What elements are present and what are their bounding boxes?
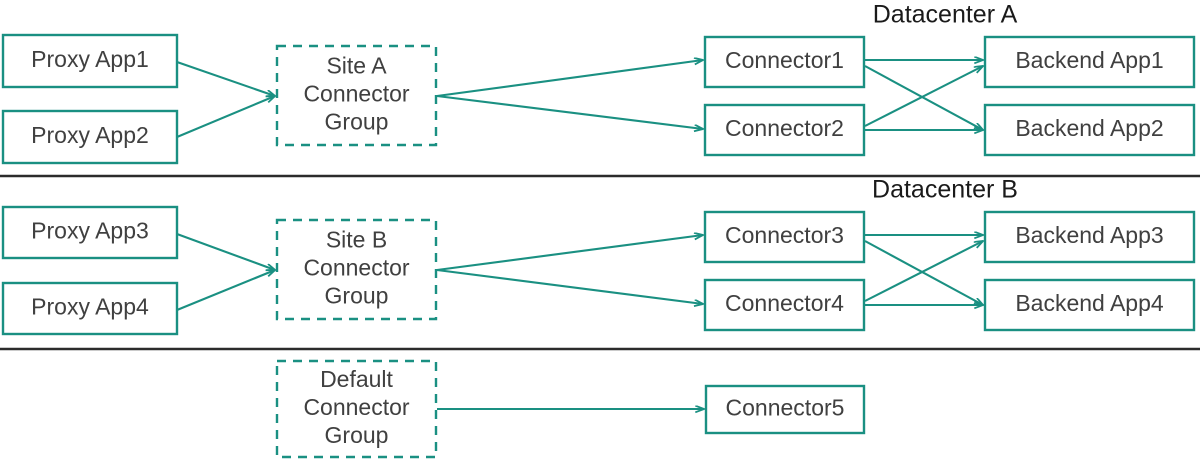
node-label-default-connector-group: Group: [325, 422, 389, 448]
node-box-backend-app-4[interactable]: [983, 278, 1196, 332]
zone-labels: Datacenter A Datacenter B: [872, 1, 1018, 204]
node-backend-app-3[interactable]: Backend App3: [983, 210, 1196, 264]
node-label-backend-app-3: Backend App3: [1015, 222, 1163, 248]
node-label-proxy-app-2: Proxy App2: [31, 122, 149, 148]
node-backend-app-4[interactable]: Backend App4: [983, 278, 1196, 332]
node-label-connector-1: Connector1: [725, 47, 844, 73]
node-label-connector-3: Connector3: [725, 222, 844, 248]
node-label-site-b-connector-group: Connector: [303, 255, 409, 281]
node-backend-app-2[interactable]: Backend App2: [983, 103, 1196, 157]
node-label-site-b-connector-group: Group: [325, 283, 389, 309]
zone-label-datacenter-a: Datacenter A: [873, 1, 1018, 29]
node-label-backend-app-2: Backend App2: [1015, 115, 1163, 141]
section-dividers: [0, 174, 1200, 351]
node-box-proxy-app-4[interactable]: [1, 281, 179, 336]
edge-connector2-backend1: [864, 66, 983, 127]
node-label-site-a-connector-group: Site A: [326, 53, 387, 79]
edge-sitea-connector2: [436, 94, 703, 129]
node-box-connector-2[interactable]: [703, 103, 866, 157]
node-label-default-connector-group: Connector: [303, 394, 409, 420]
node-connector-2[interactable]: Connector2: [703, 103, 866, 157]
node-connector-4[interactable]: Connector4: [703, 278, 866, 332]
edge-proxy3-siteb: [176, 233, 275, 270]
node-box-proxy-app-1[interactable]: [1, 33, 179, 89]
node-label-site-a-connector-group: Group: [325, 109, 389, 135]
node-connector-1[interactable]: Connector1: [703, 35, 866, 89]
edge-connector3-backend4: [864, 240, 983, 305]
node-proxy-app-3[interactable]: Proxy App3: [1, 205, 179, 260]
edge-proxy2-sitea: [176, 96, 275, 138]
node-backend-app-1[interactable]: Backend App1: [983, 35, 1196, 89]
node-box-backend-app-1[interactable]: [983, 35, 1196, 89]
node-connector-5[interactable]: Connector5: [704, 384, 866, 435]
node-box-connector-4[interactable]: [703, 278, 866, 332]
node-label-site-a-connector-group: Connector: [303, 81, 409, 107]
node-box-backend-app-3[interactable]: [983, 210, 1196, 264]
edge-siteb-connector3: [436, 235, 703, 272]
edge-connector1-backend2: [864, 65, 983, 130]
node-box-proxy-app-2[interactable]: [1, 109, 179, 165]
node-box-proxy-app-3[interactable]: [1, 205, 179, 260]
edge-proxy1-sitea: [176, 61, 275, 96]
edge-proxy4-siteb: [176, 270, 275, 311]
node-box-connector-5[interactable]: [704, 384, 866, 435]
node-proxy-app-2[interactable]: Proxy App2: [1, 109, 179, 165]
node-label-connector-4: Connector4: [725, 290, 844, 316]
node-label-backend-app-1: Backend App1: [1015, 47, 1163, 73]
node-connector-3[interactable]: Connector3: [703, 210, 866, 264]
node-box-connector-1[interactable]: [703, 35, 866, 89]
node-proxy-app-4[interactable]: Proxy App4: [1, 281, 179, 336]
node-label-proxy-app-3: Proxy App3: [31, 218, 149, 244]
node-proxy-app-1[interactable]: Proxy App1: [1, 33, 179, 89]
node-box-site-b-connector-group[interactable]: [275, 218, 438, 321]
node-label-connector-2: Connector2: [725, 115, 844, 141]
node-box-backend-app-2[interactable]: [983, 103, 1196, 157]
edge-connector4-backend3: [864, 241, 983, 302]
node-box-site-a-connector-group[interactable]: [275, 44, 438, 147]
node-label-proxy-app-4: Proxy App4: [31, 294, 149, 320]
edge-sitea-connector1: [436, 60, 703, 98]
connection-edges: [176, 60, 983, 409]
node-label-site-b-connector-group: Site B: [326, 227, 387, 253]
zone-label-datacenter-b: Datacenter B: [872, 176, 1018, 204]
node-box-connector-3[interactable]: [703, 210, 866, 264]
node-label-connector-5: Connector5: [726, 395, 845, 421]
node-label-proxy-app-1: Proxy App1: [31, 46, 149, 72]
edge-siteb-connector4: [436, 268, 703, 304]
node-label-backend-app-4: Backend App4: [1015, 290, 1164, 316]
node-label-default-connector-group: Default: [320, 366, 393, 392]
